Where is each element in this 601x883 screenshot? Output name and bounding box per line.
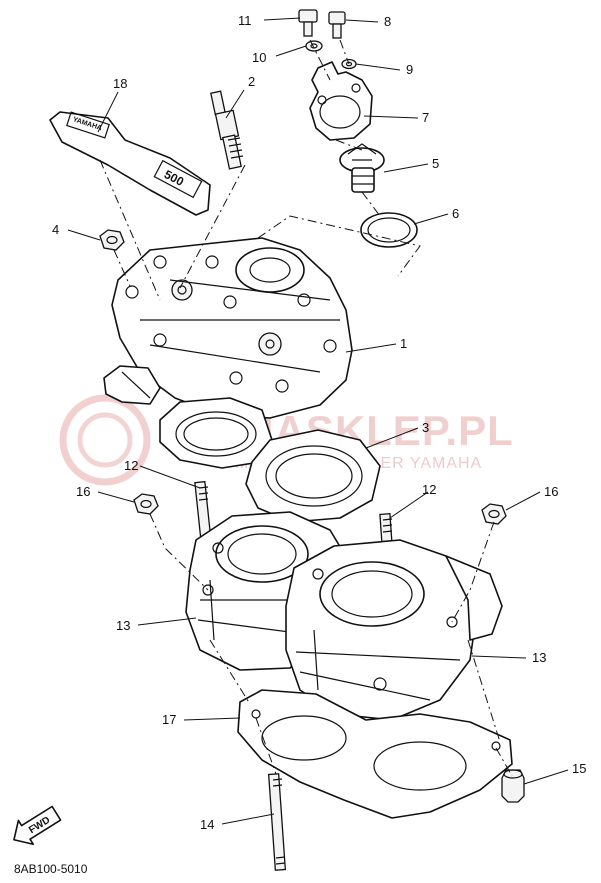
callouts: 11 10 8 9 7 5 6 2 18 4 1 3 12 12 16 16 1…	[52, 13, 586, 832]
diagram-reference-code: 8AB100-5010	[14, 862, 88, 876]
alignment-lines	[99, 39, 513, 777]
part-14-stud-long	[267, 773, 287, 871]
callout-2: 2	[248, 74, 255, 89]
callout-13-left: 13	[116, 618, 130, 633]
part-4-nut	[99, 229, 125, 251]
part-10-bolt	[298, 9, 318, 37]
callout-18: 18	[113, 76, 127, 91]
part-6-o-ring	[360, 212, 418, 248]
callout-16-left: 16	[76, 484, 90, 499]
part-3-head-gasket	[159, 397, 381, 523]
leader-lines	[67, 17, 569, 825]
part-13-cylinder-right	[285, 539, 503, 721]
callout-6: 6	[452, 206, 459, 221]
callout-8: 8	[384, 14, 391, 29]
callout-5: 5	[432, 156, 439, 171]
callout-15: 15	[572, 761, 586, 776]
callout-16-right: 16	[544, 484, 558, 499]
callout-12-right: 12	[422, 482, 436, 497]
part-1-cylinder-head	[103, 237, 353, 419]
part-5-thermostat	[339, 143, 385, 193]
forward-direction-arrow: FWD	[13, 805, 62, 846]
callout-10: 11	[238, 13, 252, 28]
callout-17: 17	[162, 712, 176, 727]
part-2-spark-plug	[210, 90, 244, 170]
callout-7: 7	[422, 110, 429, 125]
callout-12-left: 12	[124, 458, 138, 473]
part-16-nut-right	[481, 503, 507, 525]
callout-14: 14	[200, 817, 214, 832]
callout-13-right: 13	[532, 650, 546, 665]
part-18-head-cover: YAMAHA 500	[49, 111, 211, 216]
callout-1: 1	[400, 336, 407, 351]
part-8-bolt	[328, 11, 346, 39]
part-17-base-gasket	[237, 689, 513, 819]
callout-9: 9	[406, 62, 413, 77]
callout-4: 4	[52, 222, 59, 237]
part-15-dowel	[501, 769, 525, 803]
callout-3: 3	[422, 420, 429, 435]
part-7-thermostat-cover	[309, 61, 373, 141]
callout-11: 10	[252, 50, 266, 65]
part-11-washer	[305, 40, 323, 52]
part-16-nut-left	[133, 493, 159, 515]
